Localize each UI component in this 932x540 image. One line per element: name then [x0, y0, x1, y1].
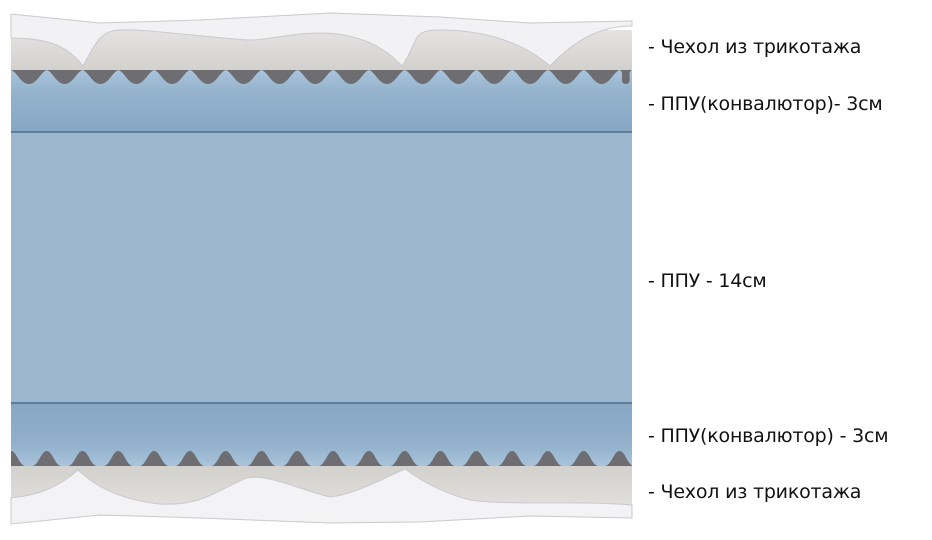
bottom-tooth: [425, 451, 456, 466]
label-core: - ППУ - 14см: [648, 270, 767, 292]
top-tooth: [512, 70, 548, 84]
top-tooth: [82, 70, 119, 84]
top-tooth: [154, 70, 190, 84]
label-bottom-cover: - Чехол из трикотажа: [648, 481, 862, 503]
bottom-tooth: [175, 451, 205, 466]
top-convoluted-edge-line: [11, 131, 632, 133]
top-tooth: [404, 70, 441, 84]
top-cover-layer: [10, 12, 633, 71]
top-convoluted-layer: [11, 70, 632, 133]
bottom-tooth: [604, 451, 632, 466]
mattress-diagram: [10, 12, 633, 525]
top-tooth: [333, 70, 369, 84]
bottom-tooth: [461, 451, 492, 466]
top-cover-quilt: [10, 12, 633, 67]
top-tooth: [190, 70, 226, 84]
bottom-convoluted-edge-line: [11, 402, 632, 404]
top-tooth: [225, 70, 262, 84]
bottom-tooth: [246, 451, 277, 466]
top-tooth: [46, 70, 83, 84]
bottom-tooth: [533, 451, 563, 466]
top-tooth: [583, 70, 620, 84]
top-tooth: [619, 70, 632, 84]
bottom-tooth: [67, 451, 98, 466]
core-foam-layer: [11, 133, 632, 402]
bottom-tooth: [282, 451, 313, 466]
bottom-tooth: [497, 451, 527, 466]
label-top-cover: - Чехол из трикотажа: [648, 36, 862, 58]
bottom-tooth: [103, 451, 134, 466]
top-tooth: [118, 70, 155, 84]
bottom-teeth: [11, 451, 632, 466]
bottom-tooth: [139, 451, 169, 466]
bottom-tooth: [31, 451, 62, 466]
top-tooth: [11, 70, 47, 84]
bottom-convoluted-foam: [11, 402, 632, 466]
top-tooth: [261, 70, 298, 84]
bottom-tooth: [210, 451, 241, 466]
bottom-tooth: [318, 451, 348, 466]
bottom-tooth: [11, 451, 26, 466]
top-tooth: [548, 70, 584, 84]
label-bottom-convoluted: - ППУ(конвалютор) - 3см: [648, 425, 889, 447]
bottom-convoluted-layer: [11, 402, 632, 466]
top-tooth: [297, 70, 334, 84]
top-tooth: [369, 70, 405, 84]
bottom-cover-layer: [10, 466, 633, 525]
bottom-cover-quilt: [10, 468, 633, 525]
bottom-tooth: [354, 451, 384, 466]
top-tooth: [440, 70, 477, 84]
top-teeth: [11, 70, 632, 84]
bottom-tooth: [389, 451, 420, 466]
bottom-tooth: [568, 451, 599, 466]
top-tooth: [476, 70, 513, 84]
label-top-convoluted: - ППУ(конвалютор)- 3см: [648, 93, 883, 115]
